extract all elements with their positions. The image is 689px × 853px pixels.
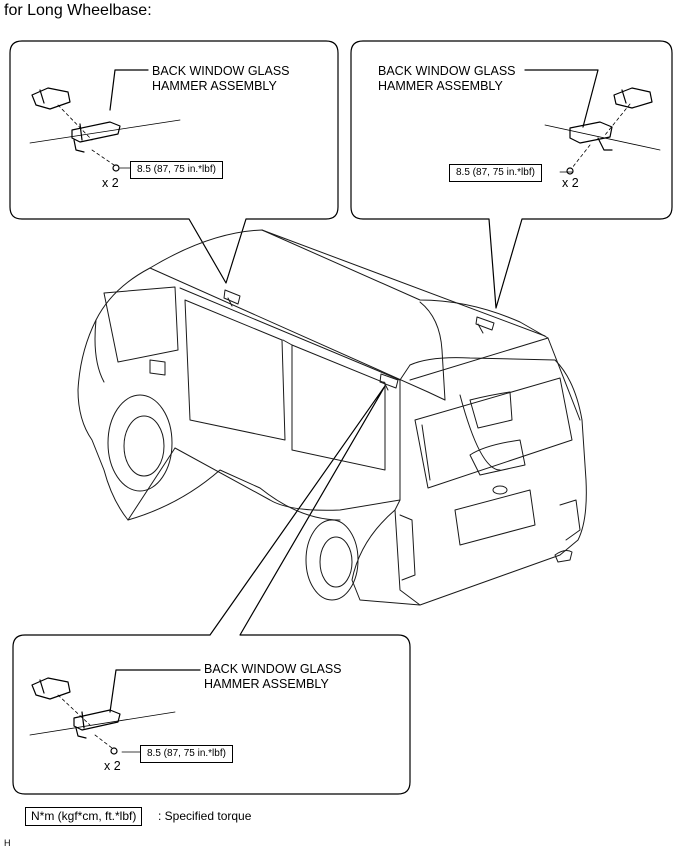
callout-2-torque-spec: 8.5 (87, 75 in.*lbf) bbox=[449, 164, 542, 182]
callout-2-label-line1: BACK WINDOW GLASS bbox=[378, 64, 516, 78]
callout-1-torque-spec: 8.5 (87, 75 in.*lbf) bbox=[130, 161, 223, 179]
callout-1-quantity: x 2 bbox=[102, 176, 119, 190]
hammer-assembly-drawing-2 bbox=[524, 69, 661, 175]
torque-legend-description: : Specified torque bbox=[158, 809, 252, 823]
callout-3-label-line1: BACK WINDOW GLASS bbox=[204, 662, 342, 676]
van-illustration bbox=[77, 229, 587, 606]
hammer-assembly-drawing-1 bbox=[29, 69, 181, 172]
page-heading: for Long Wheelbase: bbox=[4, 2, 152, 19]
callout-1-part-label: BACK WINDOW GLASS HAMMER ASSEMBLY bbox=[152, 64, 290, 94]
callout-3-part-label: BACK WINDOW GLASS HAMMER ASSEMBLY bbox=[204, 662, 342, 692]
callout-3-quantity: x 2 bbox=[104, 759, 121, 773]
callout-2-label-line2: HAMMER ASSEMBLY bbox=[378, 79, 503, 93]
callout-3-torque-spec: 8.5 (87, 75 in.*lbf) bbox=[140, 745, 233, 763]
callout-2-quantity: x 2 bbox=[562, 176, 579, 190]
callout-panel-bottom bbox=[12, 385, 411, 795]
callout-3-label-line2: HAMMER ASSEMBLY bbox=[204, 677, 329, 691]
callout-1-label-line1: BACK WINDOW GLASS bbox=[152, 64, 290, 78]
callout-1-label-line2: HAMMER ASSEMBLY bbox=[152, 79, 277, 93]
hammer-assembly-drawing-3 bbox=[29, 669, 201, 755]
callout-2-part-label: BACK WINDOW GLASS HAMMER ASSEMBLY bbox=[378, 64, 516, 94]
torque-legend-box: N*m (kgf*cm, ft.*lbf) bbox=[25, 807, 143, 826]
figure-code: H bbox=[4, 838, 11, 848]
